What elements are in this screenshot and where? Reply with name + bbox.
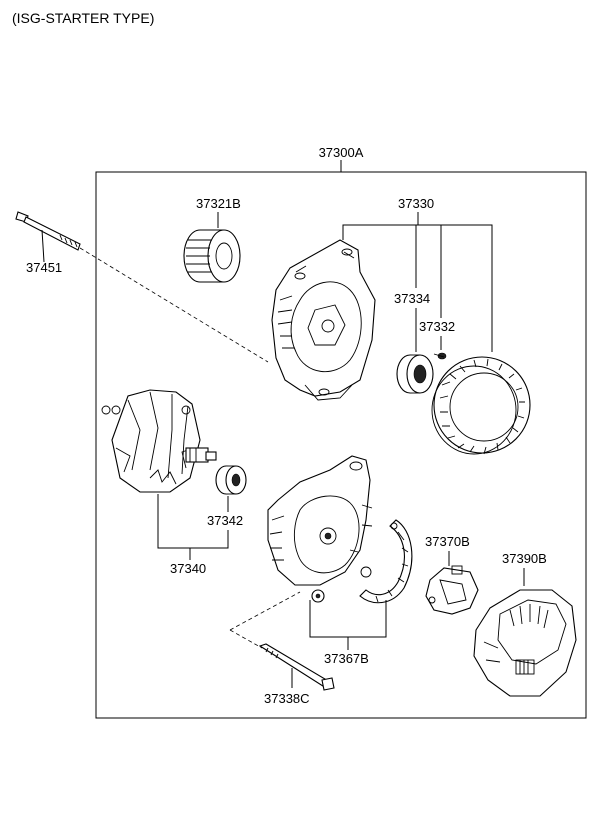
bolt-guide-line [79,247,269,363]
label-37332: 37332 [419,319,455,334]
label-37330: 37330 [398,196,434,211]
through-bolt-guide-upper [229,591,301,631]
rotor-37340[interactable] [101,389,217,493]
bearing-37334[interactable] [396,354,434,394]
bolt-37451[interactable] [15,211,81,251]
label-37370B: 37370B [425,534,470,549]
label-37321B: 37321B [196,196,241,211]
stator-37330[interactable] [431,356,531,455]
label-37342: 37342 [207,513,243,528]
label-37300A: 37300A [319,145,364,160]
rear-cover-37390B[interactable] [473,589,577,697]
label-37367B: 37367B [324,651,369,666]
through-bolt-37338C[interactable] [258,643,335,691]
label-37338C: 37338C [264,691,310,706]
bearing-37342[interactable] [215,465,247,495]
label-37340: 37340 [170,561,206,576]
regulator-37370B[interactable] [425,565,479,615]
rear-bracket[interactable] [267,455,373,603]
label-37451: 37451 [26,260,62,275]
label-37390B: 37390B [502,551,547,566]
label-37334: 37334 [394,291,430,306]
pulley-37321B[interactable] [183,229,241,283]
screw-37332[interactable] [433,352,447,360]
front-bracket-37330[interactable] [271,239,376,401]
through-bolt-guide-lower [229,629,263,649]
diagram-heading: (ISG-STARTER TYPE) [12,10,155,26]
rectifier-37367B[interactable] [359,519,413,604]
